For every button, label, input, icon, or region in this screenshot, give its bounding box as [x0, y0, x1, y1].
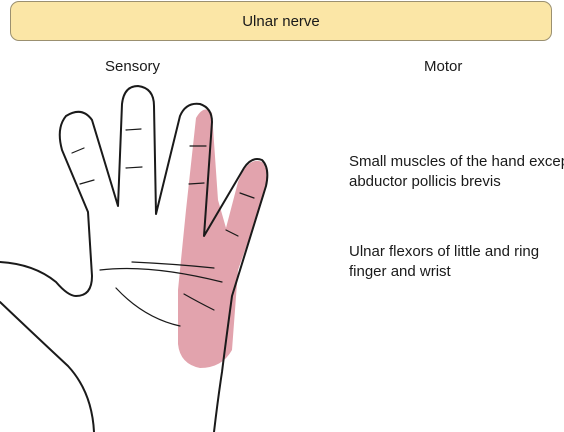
ulnar-sensory-area	[178, 109, 267, 368]
motor-heading: Motor	[424, 58, 462, 75]
wrist-outline	[0, 302, 94, 432]
motor-item-small-muscles: Small muscles of the hand except abducto…	[349, 152, 564, 192]
hand-illustration	[0, 80, 320, 432]
sensory-heading: Sensory	[105, 58, 160, 75]
title-banner: Ulnar nerve	[10, 1, 552, 41]
motor-item-ulnar-flexors: Ulnar flexors of little and ring finger …	[349, 242, 564, 282]
diagram-title: Ulnar nerve	[242, 13, 320, 30]
